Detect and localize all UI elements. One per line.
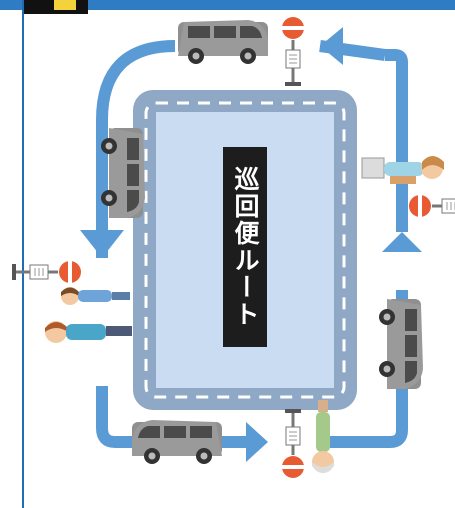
van-top <box>178 20 268 64</box>
van-right <box>379 299 423 389</box>
arrow-bottom-right <box>246 422 268 462</box>
route-path <box>96 40 408 448</box>
person-bottom <box>312 400 334 473</box>
person-right <box>361 156 444 184</box>
arrow-right-up <box>382 232 422 252</box>
stop-sign-right <box>408 194 455 218</box>
stop-sign-bottom <box>281 408 305 479</box>
person-left-1 <box>61 287 130 305</box>
arrow-top-left <box>320 27 343 65</box>
route-label: 巡回便ルート <box>223 147 267 347</box>
header-tab-accent <box>54 0 76 10</box>
header-bar <box>0 0 455 10</box>
stop-sign-top <box>281 16 305 87</box>
person-left-2 <box>45 321 132 343</box>
block-road-dash <box>144 101 346 399</box>
left-rule <box>22 0 24 508</box>
van-bottom <box>132 420 222 464</box>
arrow-left-down <box>80 230 124 258</box>
stop-sign-left <box>11 260 82 284</box>
